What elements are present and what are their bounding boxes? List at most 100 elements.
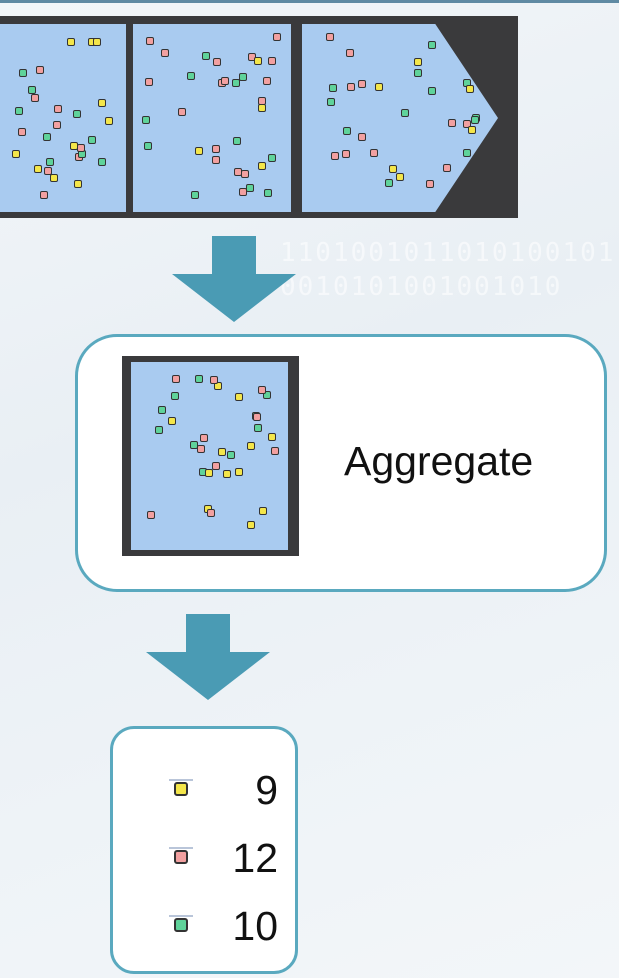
data-item-icon <box>210 375 219 384</box>
data-item-icon <box>328 84 337 93</box>
data-item-icon <box>178 107 187 116</box>
count-row-yellow: 9 <box>168 768 278 812</box>
data-item-icon <box>207 509 215 518</box>
data-item-icon <box>42 133 51 142</box>
data-item-icon <box>98 99 107 108</box>
data-item-icon <box>211 461 220 470</box>
data-item-icon <box>195 374 204 383</box>
data-item-icon <box>241 169 250 178</box>
aggregate-label: Aggregate <box>344 438 534 484</box>
data-item-icon <box>154 426 163 435</box>
data-item-icon <box>44 167 53 176</box>
red-square-icon <box>169 847 193 864</box>
data-item-icon <box>18 69 27 78</box>
data-item-icon <box>374 82 383 91</box>
data-item-icon <box>267 56 276 65</box>
data-item-icon <box>11 149 20 158</box>
data-item-icon <box>271 446 280 455</box>
data-item-icon <box>246 520 255 529</box>
data-item-icon <box>69 142 78 151</box>
data-item-icon <box>77 143 86 152</box>
data-item-icon <box>384 178 393 187</box>
down-arrow-icon <box>172 236 296 322</box>
data-item-icon <box>257 96 266 105</box>
data-item-icon <box>267 432 276 441</box>
stream-panel-3 <box>302 24 498 212</box>
count-row-red: 12 <box>168 836 278 880</box>
data-item-icon <box>263 76 271 85</box>
data-item-icon <box>220 77 229 86</box>
stream-panel-2 <box>133 24 291 212</box>
count-value: 10 <box>232 903 278 949</box>
data-item-icon <box>235 467 244 476</box>
data-item-icon <box>143 141 152 150</box>
data-item-icon <box>272 32 281 41</box>
data-item-icon <box>18 127 27 136</box>
data-item-icon <box>30 94 39 103</box>
data-item-icon <box>395 173 404 182</box>
data-item-icon <box>52 120 61 129</box>
data-item-icon <box>202 51 211 60</box>
data-item-icon <box>161 48 169 57</box>
data-item-icon <box>205 468 214 477</box>
data-item-icon <box>257 161 266 170</box>
data-item-icon <box>170 392 179 401</box>
data-item-icon <box>468 126 477 135</box>
data-item-icon <box>27 85 36 94</box>
data-item-icon <box>234 393 243 402</box>
data-item-icon <box>214 382 223 391</box>
data-item-icon <box>401 109 410 118</box>
data-item-icon <box>330 151 339 160</box>
data-item-icon <box>252 412 261 421</box>
data-item-icon <box>358 80 367 89</box>
data-item-icon <box>347 82 356 91</box>
data-item-icon <box>462 149 471 158</box>
data-item-icon <box>254 57 263 66</box>
data-item-icon <box>246 183 255 192</box>
data-item-icon <box>227 450 236 459</box>
data-item-icon <box>325 32 334 41</box>
data-item-icon <box>342 149 351 158</box>
data-item-icon <box>343 127 352 136</box>
data-item-icon <box>345 48 354 57</box>
data-item-icon <box>258 506 267 515</box>
data-item-icon <box>258 104 266 113</box>
data-item-icon <box>146 511 155 520</box>
data-item-icon <box>73 109 82 118</box>
data-item-icon <box>54 104 63 113</box>
data-item-icon <box>145 78 154 87</box>
data-item-icon <box>172 374 181 383</box>
data-item-icon <box>447 118 456 127</box>
data-item-icon <box>326 98 335 107</box>
data-item-icon <box>238 187 247 196</box>
data-item-icon <box>49 174 58 183</box>
data-item-icon <box>369 149 378 158</box>
data-item-icon <box>146 36 155 45</box>
data-item-icon <box>186 71 195 80</box>
data-item-icon <box>262 390 271 399</box>
data-item-icon <box>190 440 199 449</box>
data-item-icon <box>39 191 48 200</box>
data-item-icon <box>218 447 227 456</box>
top-rule <box>0 0 619 3</box>
data-item-icon <box>34 165 43 174</box>
data-item-icon <box>231 79 240 88</box>
data-item-icon <box>141 116 150 125</box>
stream-panel-1 <box>0 24 126 212</box>
background-binary-watermark: 1101001011010100101 0010101001001010 <box>280 238 616 302</box>
result-box <box>110 726 298 974</box>
data-item-icon <box>222 469 231 478</box>
count-value: 12 <box>232 835 278 881</box>
data-item-icon <box>105 117 114 126</box>
count-row-green: 10 <box>168 904 278 948</box>
data-item-icon <box>194 146 203 155</box>
data-item-icon <box>190 190 199 199</box>
data-item-icon <box>87 136 96 145</box>
data-item-icon <box>199 434 208 443</box>
data-item-icon <box>427 40 436 49</box>
data-item-icon <box>211 144 220 153</box>
data-item-icon <box>14 107 23 116</box>
data-item-icon <box>157 405 166 414</box>
data-item-icon <box>463 120 472 129</box>
data-item-icon <box>93 38 102 47</box>
